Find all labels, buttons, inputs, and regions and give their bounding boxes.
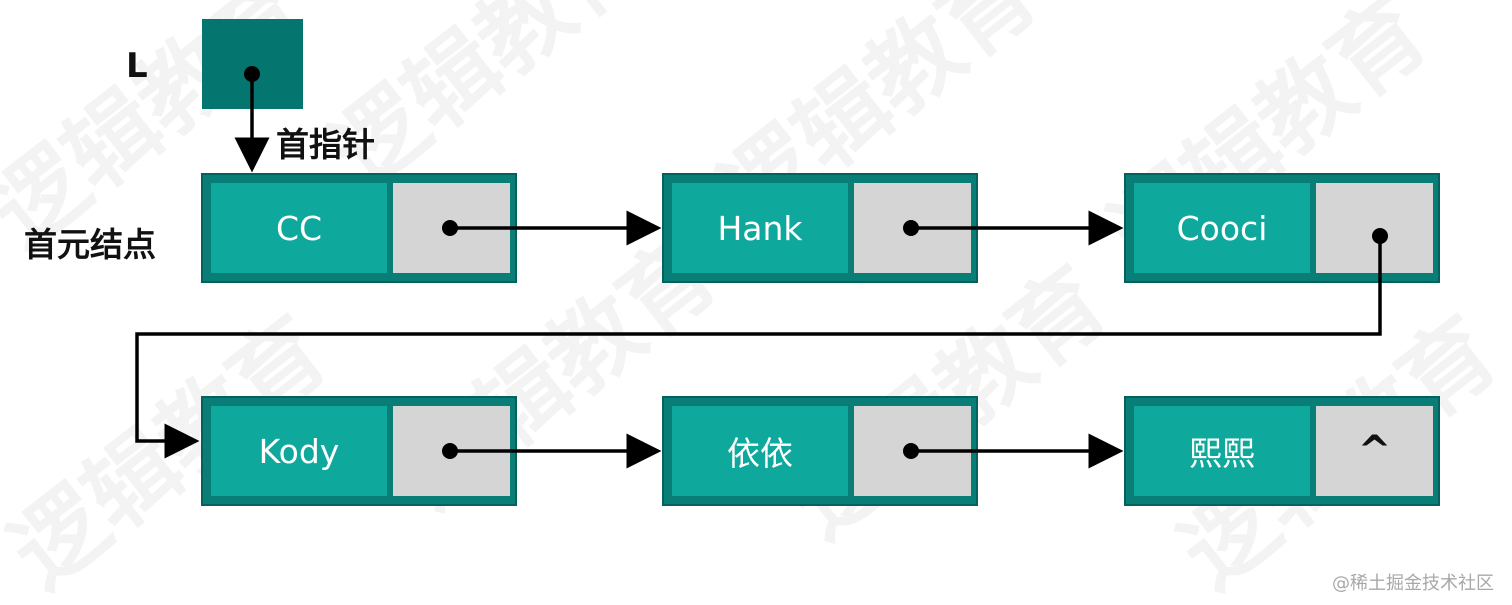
pointer-dot xyxy=(1372,228,1388,244)
node-data: Cooci xyxy=(1134,183,1310,273)
pointer-dot xyxy=(903,220,919,236)
list-node: Kody xyxy=(201,396,517,506)
node-next-pointer xyxy=(1316,183,1433,273)
node-data: 熙熙 xyxy=(1134,406,1310,496)
node-null-pointer: ^ xyxy=(1316,406,1433,496)
node-data: Kody xyxy=(211,406,387,496)
pointer-dot xyxy=(244,66,260,82)
first-node-label: 首元结点 xyxy=(24,225,156,264)
list-node: CC xyxy=(201,173,517,283)
node-data: Hank xyxy=(672,183,848,273)
wrap-arrow xyxy=(135,236,1382,459)
pointer-dot xyxy=(442,220,458,236)
node-data: 依依 xyxy=(672,406,848,496)
footer-credit: @稀土掘金技术社区 xyxy=(1332,573,1494,594)
list-node: Cooci xyxy=(1124,173,1440,283)
pointer-dot xyxy=(442,443,458,459)
head-pointer-label: 首指针 xyxy=(276,125,375,164)
list-node: 熙熙 ^ xyxy=(1124,396,1440,506)
list-label: L xyxy=(126,46,148,86)
node-data: CC xyxy=(211,183,387,273)
pointer-dot xyxy=(903,443,919,459)
